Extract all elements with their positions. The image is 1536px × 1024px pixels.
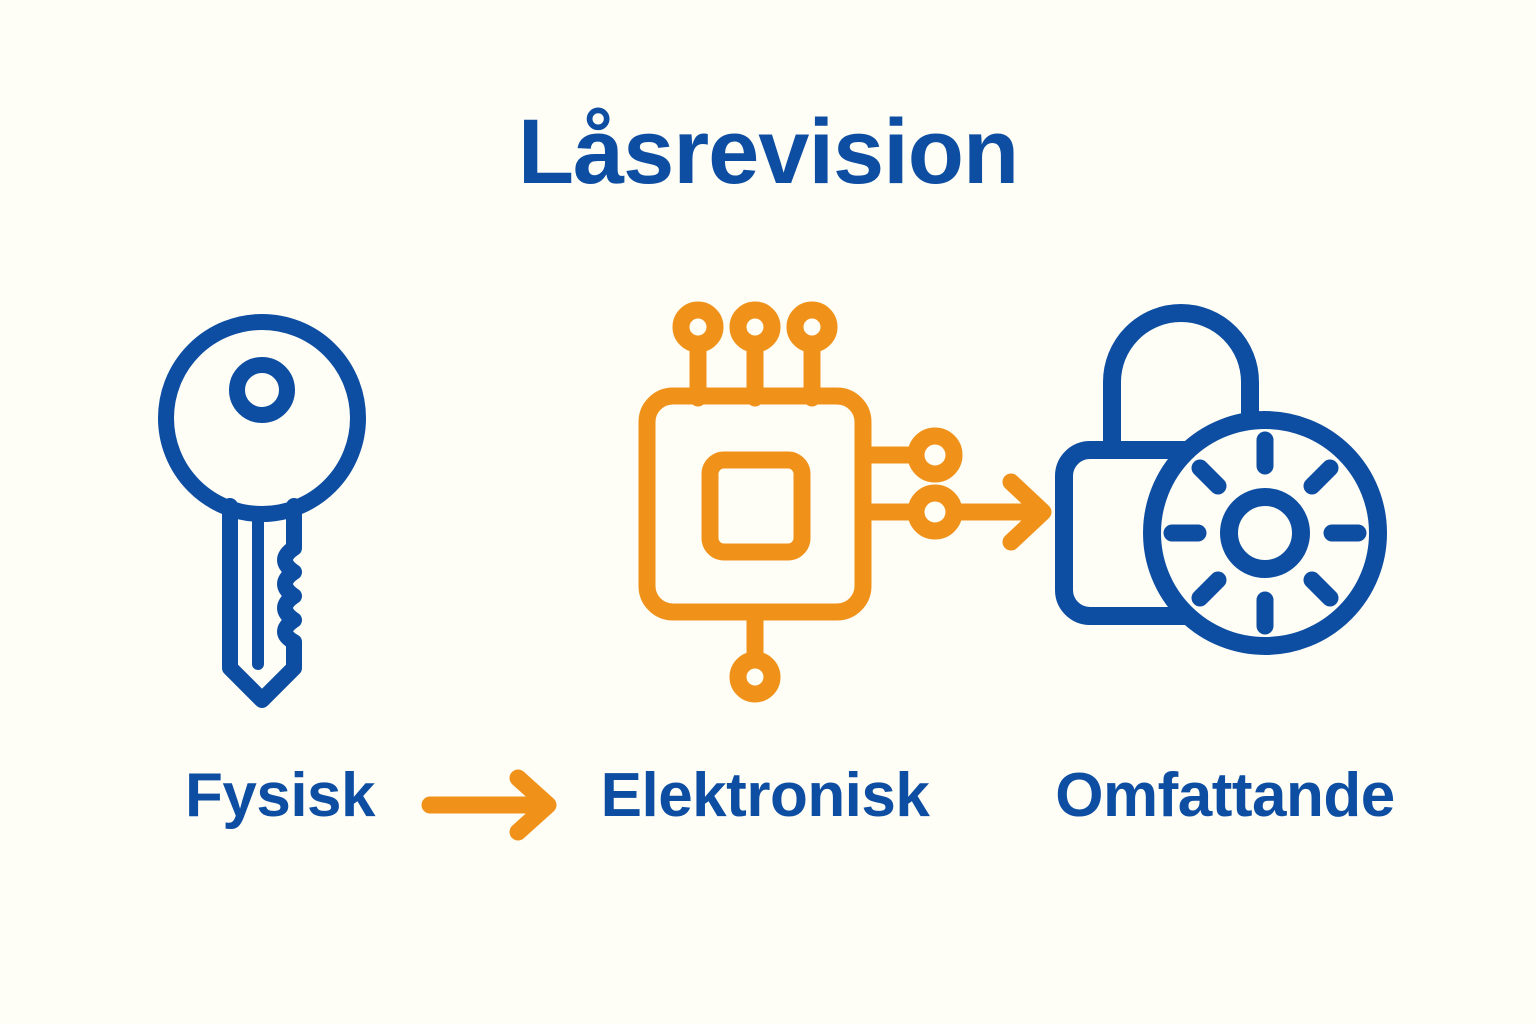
step-label-fysisk: Fysisk [184, 761, 376, 830]
step-icon-elektronisk [625, 290, 1065, 710]
microchip-icon [638, 301, 1052, 703]
step-label-elektronisk: Elektronisk [600, 761, 930, 830]
arrow-right-icon-1 [421, 769, 557, 841]
label-row: Fysisk Elektronisk Omfattande [0, 761, 1536, 862]
step-icon-fysisk [150, 290, 410, 710]
padlock-dial-icon [1055, 304, 1387, 655]
key-icon [158, 314, 366, 708]
step-label-omfattande: Omfattande [1055, 761, 1395, 830]
page-title: Låsrevision [517, 101, 1019, 203]
icon-row [0, 290, 1536, 841]
step-icon-omfattande [1055, 290, 1400, 710]
